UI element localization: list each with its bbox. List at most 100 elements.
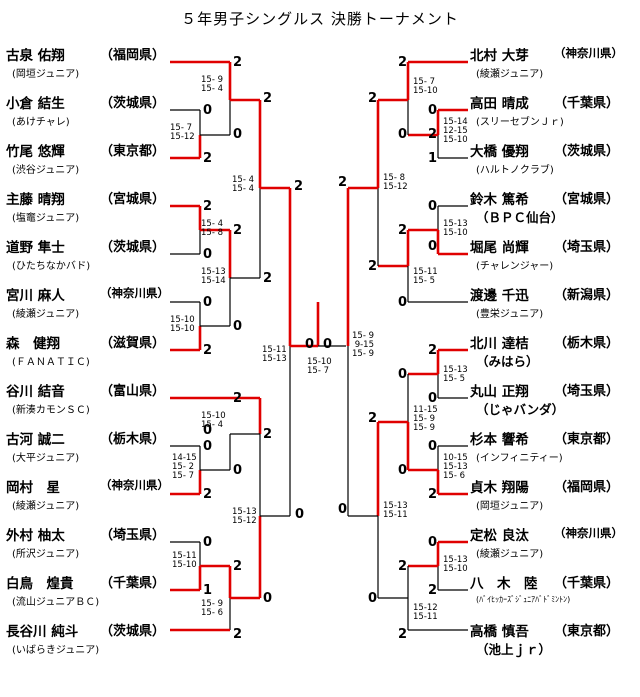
game-score: 2: [263, 271, 273, 286]
set-score: 15-10 15- 4: [201, 411, 226, 430]
game-score: 2: [233, 559, 243, 574]
player-prefecture: （神奈川県）: [100, 286, 169, 300]
game-score: 2: [428, 127, 438, 142]
set-score: 15-14 12-15 15-10: [443, 117, 468, 145]
player-prefecture: （埼玉県）: [100, 528, 166, 543]
game-score: 0: [295, 507, 305, 522]
player-club: (綾瀬ジュニア): [476, 69, 544, 80]
player-club: (新湊カモンＳＣ): [12, 405, 90, 416]
player-club: (チャレンジャー): [476, 261, 554, 272]
game-score: 0: [305, 337, 315, 352]
game-score: 0: [398, 295, 408, 310]
player-name: 道野 隼士: [6, 240, 65, 256]
game-score: 0: [233, 463, 243, 478]
player-name: 堀尾 尚輝: [470, 240, 529, 256]
player-club: (渋谷ジュニア): [12, 165, 80, 176]
player-name: 竹尾 悠輝: [6, 144, 65, 160]
game-score: 2: [233, 627, 243, 642]
player-prefecture: （千葉県）: [554, 576, 620, 591]
set-score: 15- 4 15- 8: [201, 219, 223, 238]
page-title: ５年男子シングルス 決勝トーナメント: [181, 10, 459, 28]
player-club: （池上ｊｒ）: [476, 642, 552, 657]
player-club: (綾瀬ジュニア): [12, 309, 80, 320]
game-score: 2: [398, 559, 408, 574]
set-score: 15-13 15-12: [232, 507, 257, 526]
game-score: 0: [428, 439, 438, 454]
player-prefecture: （宮城県）: [554, 192, 620, 207]
player-prefecture: （茨城県）: [554, 144, 620, 159]
player-prefecture: （福岡県）: [100, 48, 166, 63]
set-score: 15- 9 9-15 15- 9: [352, 331, 374, 359]
player-name: 古泉 佑翔: [6, 48, 65, 64]
player-prefecture: （茨城県）: [100, 96, 166, 111]
set-score: 15- 9 15- 4: [201, 75, 223, 94]
game-score: 0: [398, 463, 408, 478]
set-score: 15- 7 15-12: [170, 123, 195, 142]
player-prefecture: （新潟県）: [554, 288, 620, 303]
player-prefecture: （東京都）: [100, 144, 166, 159]
player-club: (流山ジュニアＢＣ): [12, 597, 100, 608]
player-club: (大平ジュニア): [12, 453, 80, 464]
game-score: 0: [338, 502, 348, 517]
game-score: 2: [398, 55, 408, 70]
set-score: 15-10 15- 7: [307, 357, 332, 376]
game-score: 0: [428, 239, 438, 254]
set-score: 14-15 15- 2 15- 7: [172, 453, 197, 481]
set-score: 15-13 15-10: [443, 219, 468, 238]
set-score: 15-10 15-10: [170, 315, 195, 334]
player-name: 北村 大芽: [470, 48, 529, 64]
game-score: 2: [203, 151, 213, 166]
game-score: 2: [338, 175, 348, 190]
player-club: (塩竈ジュニア): [12, 213, 80, 224]
player-prefecture: （栃木県）: [554, 336, 620, 351]
player-prefecture: （福岡県）: [554, 480, 620, 495]
set-score: 15-11 15- 5: [413, 267, 438, 286]
game-score: 2: [428, 487, 438, 502]
player-name: 岡村 星: [6, 480, 60, 496]
player-club: (綾瀬ジュニア): [12, 501, 80, 512]
game-score: 0: [203, 295, 213, 310]
player-prefecture: （栃木県）: [100, 432, 166, 447]
set-score: 15- 8 15-12: [383, 173, 408, 192]
player-club: （みはら）: [476, 354, 539, 369]
player-name: 定松 良汰: [470, 528, 529, 544]
player-name: 白鳥 煌貴: [6, 576, 74, 592]
player-name: 八 木 陸: [470, 576, 538, 592]
game-score: 0: [203, 423, 213, 438]
game-score: 1: [428, 151, 438, 166]
game-score: 2: [203, 199, 213, 214]
game-score: 2: [368, 411, 378, 426]
player-name: 杉本 響希: [470, 432, 529, 448]
game-score: 2: [233, 223, 243, 238]
set-score: 11-15 15- 9 15- 9: [413, 405, 438, 433]
game-score: 2: [263, 427, 273, 442]
player-name: 高田 晴成: [470, 96, 529, 112]
player-name: 古河 誠二: [6, 432, 65, 448]
set-score: 15-13 15-11: [383, 501, 408, 520]
game-score: 0: [233, 319, 243, 334]
player-prefecture: （埼玉県）: [554, 384, 620, 399]
player-prefecture: （神奈川県）: [554, 46, 623, 60]
game-score: 2: [203, 487, 213, 502]
player-prefecture: （千葉県）: [554, 96, 620, 111]
game-score: 0: [203, 535, 213, 550]
game-score: 1: [203, 583, 213, 598]
player-prefecture: （埼玉県）: [554, 240, 620, 255]
set-score: 15-13 15-14: [201, 267, 226, 286]
game-score: 0: [428, 535, 438, 550]
set-score: 15-13 15-10: [443, 555, 468, 574]
player-club: (インフィニティー): [476, 453, 563, 464]
player-name: 森 健翔: [6, 336, 60, 352]
player-name: 宮川 麻人: [6, 288, 65, 304]
set-score: 15- 4 15- 4: [232, 175, 254, 194]
set-score: 15-13 15- 5: [443, 365, 468, 384]
game-score: 2: [294, 179, 304, 194]
player-name: 主藤 晴翔: [6, 192, 65, 208]
game-score: 2: [368, 91, 378, 106]
set-score: 15- 9 15- 6: [201, 599, 223, 618]
game-score: 2: [428, 343, 438, 358]
game-score: 0: [203, 439, 213, 454]
player-prefecture: （茨城県）: [100, 624, 166, 639]
